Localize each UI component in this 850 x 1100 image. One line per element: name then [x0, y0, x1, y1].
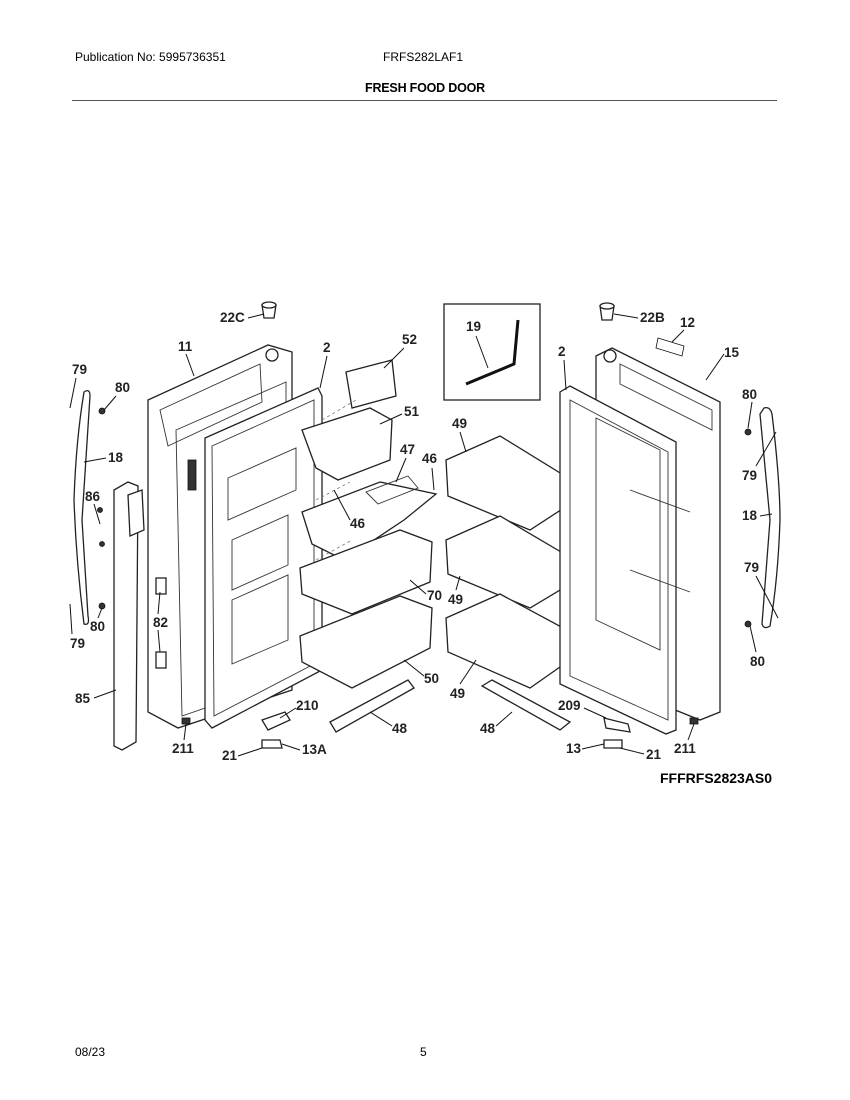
model-number: FRFS282LAF1	[383, 50, 464, 64]
callout-13: 13	[566, 741, 582, 756]
callout-211-right: 211	[674, 741, 696, 756]
callout-21-right: 21	[646, 747, 662, 762]
callout-79-upper-right: 79	[742, 468, 757, 483]
callout-47: 47	[400, 442, 415, 457]
callout-13A: 13A	[302, 742, 327, 757]
callout-80-upper-right: 80	[742, 387, 757, 402]
callout-2-left: 2	[323, 340, 331, 355]
callout-86: 86	[85, 489, 101, 504]
callout-49-top: 49	[452, 416, 467, 431]
callout-labels: 22C 11 2 52 51 47 46 46 79 80 18 86 82 7…	[69, 310, 779, 763]
header-rule	[72, 100, 777, 101]
callout-22B: 22B	[640, 310, 665, 325]
right-door-assembly	[559, 302, 721, 749]
callout-48-left: 48	[392, 721, 408, 736]
left-door-bins	[299, 359, 438, 733]
callout-18-left: 18	[108, 450, 124, 465]
callout-49-middle: 49	[448, 592, 463, 607]
drawing-code: FFFRFS2823AS0	[660, 770, 773, 786]
section-title: FRESH FOOD DOOR	[365, 81, 485, 95]
callout-11: 11	[178, 339, 193, 354]
page-number: 5	[420, 1045, 427, 1059]
callout-79-lower-right: 79	[744, 560, 759, 575]
callout-50: 50	[424, 671, 439, 686]
callout-22C: 22C	[220, 310, 245, 325]
callout-82: 82	[153, 615, 168, 630]
callout-48-right: 48	[480, 721, 496, 736]
callout-80-lower-right: 80	[750, 654, 765, 669]
callout-12: 12	[680, 315, 695, 330]
publication-number: Publication No: 5995736351	[75, 50, 226, 64]
callout-19: 19	[466, 319, 481, 334]
callout-52: 52	[402, 332, 417, 347]
callout-209: 209	[558, 698, 581, 713]
left-door-assembly	[147, 301, 323, 749]
callout-211-left: 211	[172, 741, 194, 756]
callout-79-upper-left: 79	[72, 362, 87, 377]
callout-80-lower-left: 80	[90, 619, 105, 634]
callout-85: 85	[75, 691, 91, 706]
callout-51: 51	[404, 404, 420, 419]
callout-2-right: 2	[558, 344, 566, 359]
center-door-bins	[445, 435, 579, 731]
callout-80-upper-left: 80	[115, 380, 130, 395]
footer-date: 08/23	[75, 1045, 106, 1059]
callout-49-bottom: 49	[450, 686, 465, 701]
callout-210: 210	[296, 698, 319, 713]
right-handle	[744, 406, 781, 629]
callout-15: 15	[724, 345, 740, 360]
callout-18-right: 18	[742, 508, 758, 523]
callout-21-left: 21	[222, 748, 238, 763]
left-handle	[73, 390, 106, 625]
callout-46-right: 46	[422, 451, 438, 466]
callout-46-left: 46	[350, 516, 366, 531]
callout-79-lower-left: 79	[70, 636, 85, 651]
left-trim-strip	[113, 481, 167, 751]
callout-70: 70	[427, 588, 442, 603]
inset-box-part-19	[443, 303, 541, 401]
exploded-parts-diagram: 22C 11 2 52 51 47 46 46 79 80 18 86 82 7…	[69, 301, 781, 763]
